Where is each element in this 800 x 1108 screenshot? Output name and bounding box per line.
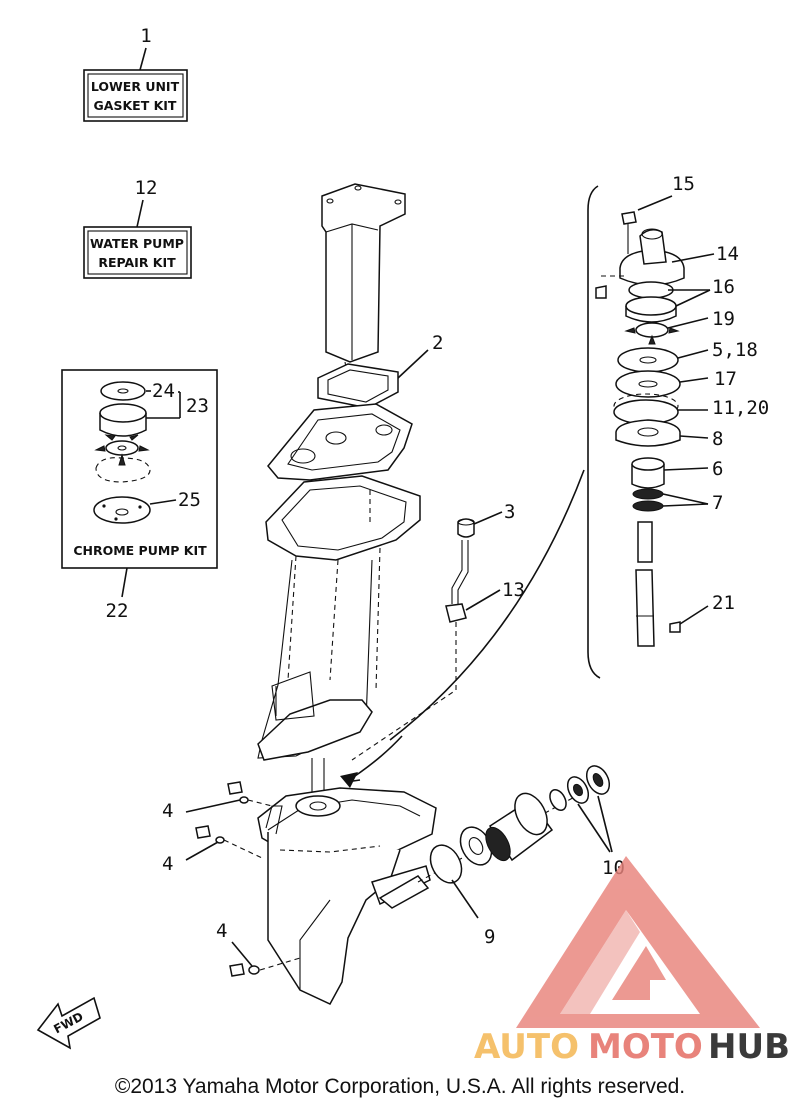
callout-5-18: 5,18 (712, 339, 758, 361)
callout-2: 2 (432, 332, 443, 354)
copyright-notice: ©2013 Yamaha Motor Corporation, U.S.A. A… (115, 1075, 685, 1098)
callout-4a: 4 (162, 800, 173, 822)
kit-22-title: CHROME PUMP KIT (73, 543, 207, 558)
callout-15: 15 (672, 173, 695, 195)
water-pump-assembly: 15 14 16 19 5,18 17 11,20 (340, 173, 769, 788)
gasket-2: 2 (317, 332, 443, 409)
watermark-text-2: MOTO (588, 1027, 703, 1067)
water-tube: 3 13 (351, 501, 525, 761)
callout-22: 22 (106, 600, 129, 622)
lower-casing (257, 547, 437, 1005)
bolts-4: 4 4 4 (162, 781, 301, 977)
callout-4c: 4 (216, 920, 227, 942)
callout-13: 13 (502, 579, 525, 601)
callout-16: 16 (712, 276, 735, 298)
flange-gasket (267, 403, 413, 481)
fwd-label: FWD (51, 1009, 85, 1036)
callout-6: 6 (712, 458, 723, 480)
callout-14: 14 (716, 243, 739, 265)
water-pump-repair-kit: 12 WATER PUMP REPAIR KIT (83, 177, 192, 279)
watermark-text-1: AUTO (474, 1027, 579, 1067)
callout-21: 21 (712, 592, 735, 614)
callout-24: 24 (152, 380, 175, 402)
callout-17: 17 (714, 368, 737, 390)
callout-23: 23 (186, 395, 209, 417)
watermark-text-3: HUB (708, 1027, 790, 1067)
kit-12-line2: REPAIR KIT (98, 255, 176, 270)
propeller-shaft-parts: 9 10 (378, 765, 625, 948)
callout-9: 9 (484, 926, 495, 948)
callout-11-20: 11,20 (712, 397, 769, 419)
fwd-arrow: FWD (36, 996, 101, 1050)
kit-12-line1: WATER PUMP (90, 236, 184, 251)
callout-25: 25 (178, 489, 201, 511)
chrome-impeller (94, 434, 150, 466)
callout-3: 3 (504, 501, 515, 523)
kit-1-line2: GASKET KIT (94, 98, 177, 113)
lower-unit-gasket-kit: 1 LOWER UNIT GASKET KIT (83, 25, 188, 122)
callout-4b: 4 (162, 853, 173, 875)
callout-1: 1 (140, 25, 151, 47)
chrome-pump-kit: 24 23 25 CHROME PUMP KIT 22 (61, 369, 218, 622)
kit-1-line1: LOWER UNIT (91, 79, 180, 94)
callout-12: 12 (135, 177, 158, 199)
callout-7: 7 (712, 492, 723, 514)
watermark-logo (516, 856, 760, 1028)
callout-8: 8 (712, 428, 723, 450)
lower-flange-plate (265, 475, 421, 561)
callout-19: 19 (712, 308, 735, 330)
